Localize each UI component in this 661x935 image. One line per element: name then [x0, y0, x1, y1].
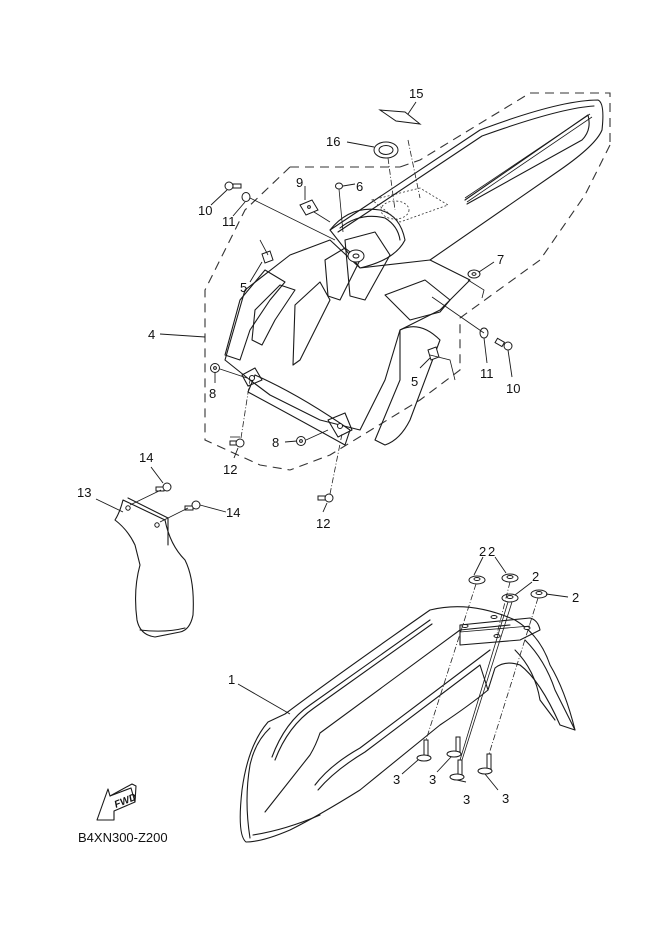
collar-part-2-d [530, 589, 548, 599]
bolt-part-3-a [416, 739, 432, 762]
assembly-lines [129, 139, 539, 761]
callout-3: 3 [429, 772, 436, 787]
callout-11: 11 [222, 214, 236, 229]
callout-15: 15 [409, 86, 423, 101]
callout-4: 4 [148, 327, 155, 342]
bolt-part-10-lower [494, 337, 513, 351]
callout-14: 14 [139, 450, 153, 465]
nut-part-6 [335, 182, 343, 190]
callout-8: 8 [272, 435, 279, 450]
callout-5: 5 [240, 280, 247, 295]
mud-flap-part[interactable] [114, 497, 194, 638]
bolt-part-3-d [477, 753, 493, 775]
callout-2: 2 [488, 544, 495, 559]
collar-part-2-a [468, 575, 486, 585]
bolt-part-3-c [449, 759, 465, 781]
rear-fender-assembly-outline [204, 92, 611, 471]
callout-1: 1 [228, 672, 235, 687]
callout-6: 6 [356, 179, 363, 194]
label-part-15 [378, 109, 422, 125]
callout-3: 3 [393, 772, 400, 787]
callout-10: 10 [506, 381, 520, 396]
collar-part-11-upper [241, 192, 251, 202]
bolt-part-10-upper [224, 181, 242, 191]
callout-labels: 1 2 2 2 2 3 3 3 3 4 5 5 6 7 8 8 9 10 10 … [77, 86, 579, 807]
callout-2: 2 [532, 569, 539, 584]
callout-12: 12 [316, 516, 330, 531]
diagram-code: B4XN300-Z200 [78, 830, 168, 845]
fwd-arrow-icon: FWD [96, 783, 138, 821]
collar-part-2-b [501, 573, 519, 583]
bolt-part-12-left [229, 438, 245, 448]
callout-12: 12 [223, 462, 237, 477]
callout-9: 9 [296, 175, 303, 190]
front-fender-part[interactable] [239, 606, 576, 843]
callout-5: 5 [411, 374, 418, 389]
callout-13: 13 [77, 485, 91, 500]
callout-2: 2 [572, 590, 579, 605]
callout-3: 3 [463, 792, 470, 807]
callout-3: 3 [502, 791, 509, 806]
bolt-part-3-b [446, 736, 462, 758]
rear-fender-part[interactable] [224, 99, 604, 446]
callout-10: 10 [198, 203, 212, 218]
screw-part-14-lower [184, 500, 201, 511]
bolt-part-12-right [317, 493, 334, 503]
callout-7: 7 [497, 252, 504, 267]
callout-11: 11 [480, 366, 494, 381]
callout-16: 16 [326, 134, 340, 149]
screw-part-14-upper [155, 482, 172, 492]
callout-14: 14 [226, 505, 240, 520]
nut-part-5-left [261, 250, 274, 264]
collar-part-2-c [501, 593, 519, 603]
hardware [155, 109, 548, 781]
callout-8: 8 [209, 386, 216, 401]
callout-2: 2 [479, 544, 486, 559]
callout-leaders [95, 101, 569, 791]
